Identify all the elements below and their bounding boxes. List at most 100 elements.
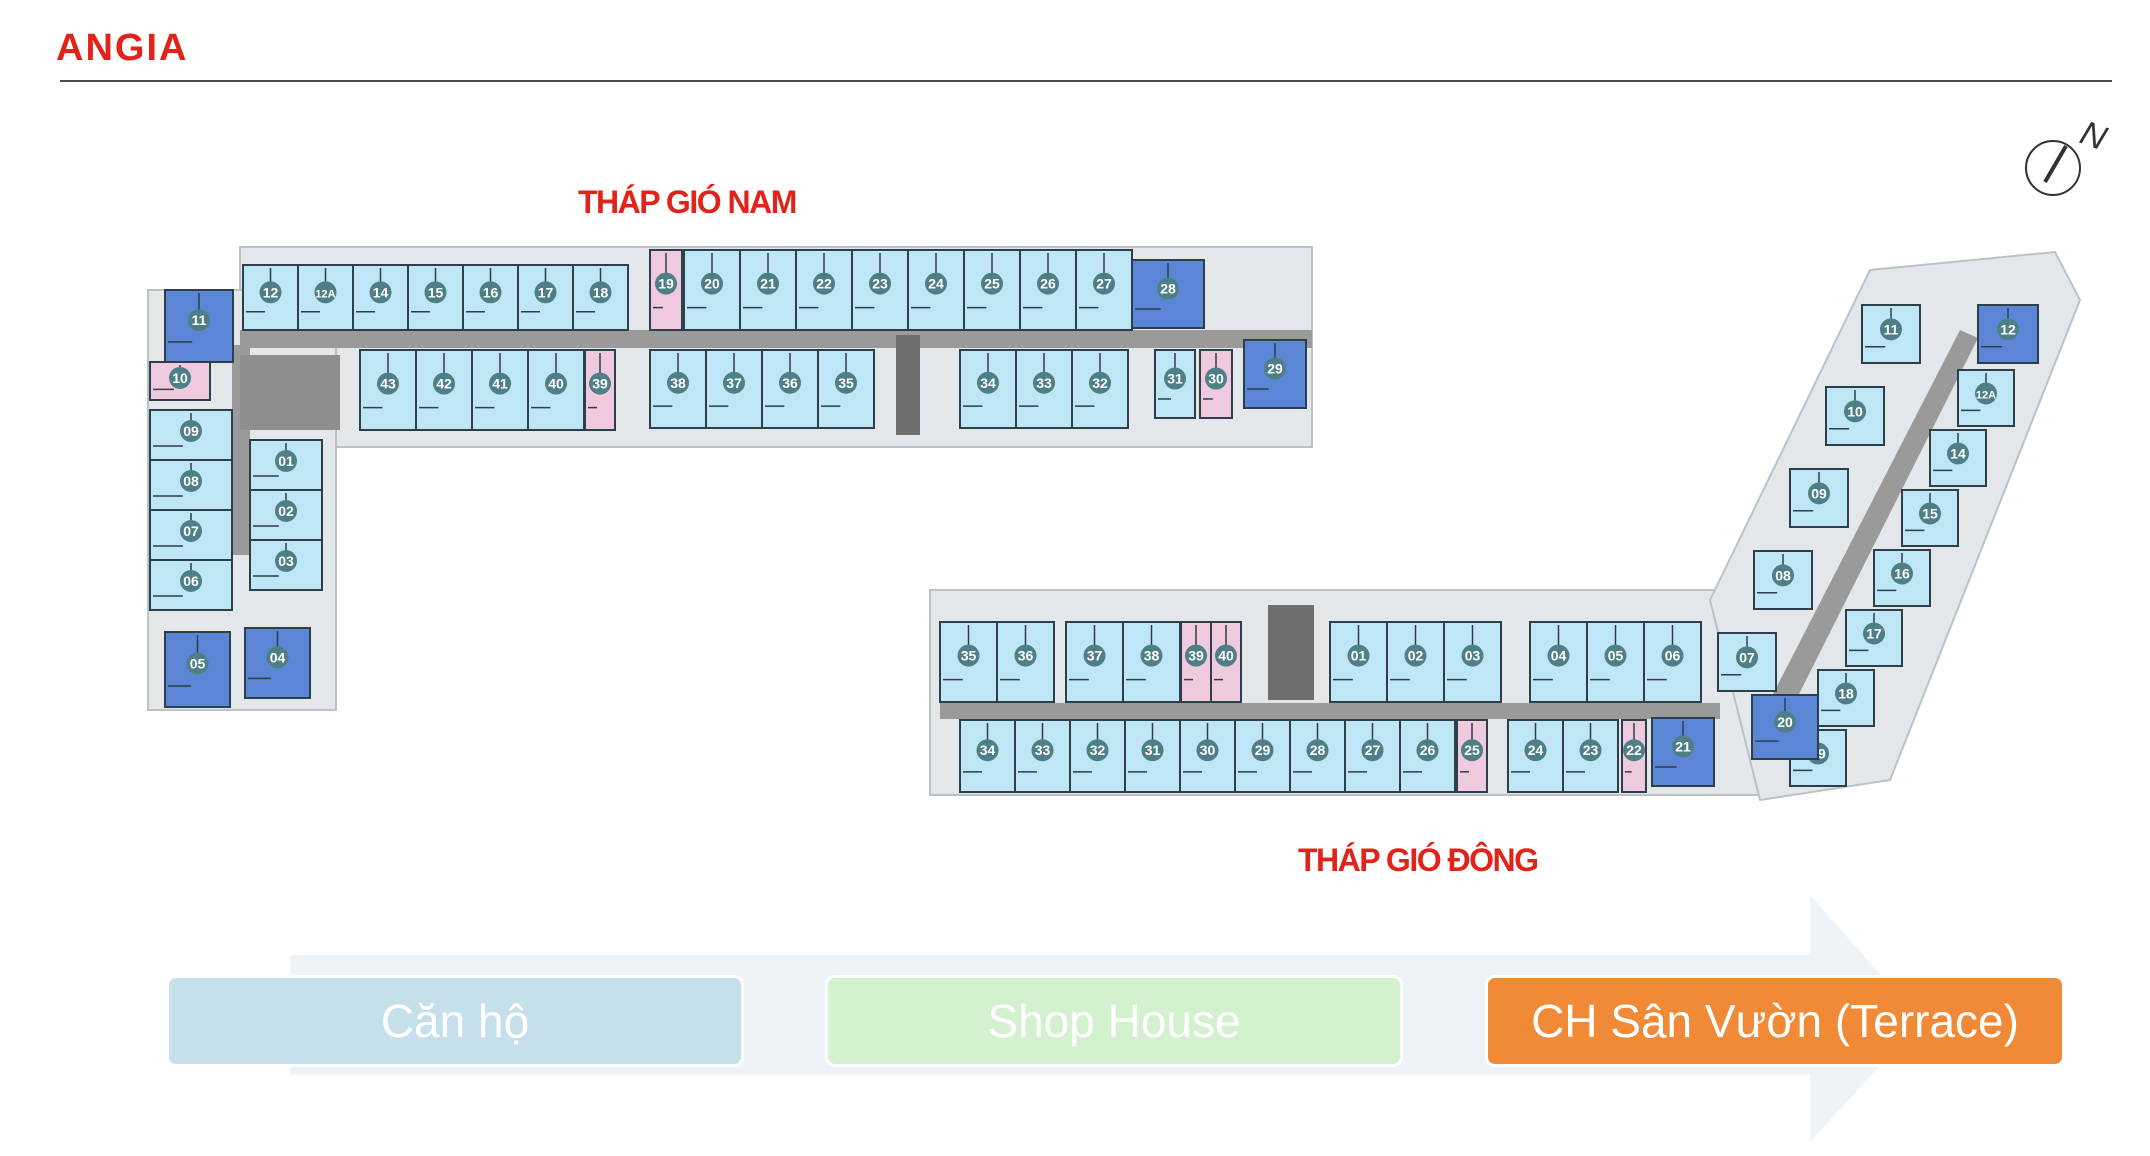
unit-37: 37 bbox=[1065, 621, 1124, 703]
unit-number: 28 bbox=[1160, 281, 1176, 297]
core-stair-lift bbox=[1268, 605, 1314, 700]
unit-number: 42 bbox=[436, 376, 452, 392]
unit-18: 18 bbox=[572, 264, 629, 331]
unit-badge bbox=[479, 281, 502, 304]
unit-badge bbox=[1736, 646, 1758, 669]
unit-badge bbox=[275, 450, 297, 472]
unit-number: 25 bbox=[984, 276, 1000, 292]
unit-32: 32 bbox=[1071, 349, 1129, 429]
unit-number: 01 bbox=[278, 453, 294, 469]
unit-badge bbox=[1251, 739, 1274, 762]
unit-badge bbox=[1947, 442, 1969, 465]
unit-40: 40 bbox=[1210, 621, 1242, 703]
unit-badge bbox=[589, 281, 612, 304]
unit-number: 22 bbox=[816, 276, 832, 292]
unit-number: 07 bbox=[1739, 649, 1755, 665]
tower-label-east: THÁP GIÓ ĐÔNG bbox=[1298, 842, 1539, 878]
unit-number: 34 bbox=[980, 375, 996, 391]
unit-07: 07 bbox=[1717, 632, 1777, 692]
unit-badge bbox=[180, 470, 202, 492]
unit-badge bbox=[369, 281, 392, 304]
unit-36: 36 bbox=[996, 621, 1055, 703]
unit-badge bbox=[925, 272, 947, 295]
unit-badge bbox=[1347, 644, 1370, 667]
unit-number: 33 bbox=[1035, 742, 1051, 758]
unit-badge bbox=[275, 550, 297, 572]
unit-number: 35 bbox=[838, 375, 854, 391]
unit-05: 05 bbox=[1586, 621, 1645, 703]
unit-21: 21 bbox=[739, 249, 797, 331]
unit-badge bbox=[1031, 739, 1054, 762]
unit-number: 06 bbox=[183, 573, 199, 589]
unit-number: 09 bbox=[1811, 485, 1827, 501]
unit-number: 05 bbox=[1608, 648, 1624, 664]
unit-33: 33 bbox=[1015, 349, 1073, 429]
corridor bbox=[940, 703, 1720, 719]
unit-15: 15 bbox=[1901, 489, 1959, 547]
unit-number: 30 bbox=[1208, 371, 1224, 387]
unit-number: 17 bbox=[538, 284, 554, 300]
unit-24: 24 bbox=[1507, 719, 1564, 793]
north-arrow-icon: N bbox=[2025, 114, 2112, 196]
unit-number: 08 bbox=[183, 473, 199, 489]
unit-number: 37 bbox=[1087, 648, 1103, 664]
unit-number: 25 bbox=[1464, 742, 1480, 758]
unit-number: 33 bbox=[1036, 375, 1052, 391]
unit-number: 24 bbox=[1528, 742, 1544, 758]
unit-number: 36 bbox=[782, 375, 798, 391]
unit-number: 02 bbox=[1408, 648, 1424, 664]
legend-shophouse-button[interactable]: Shop House bbox=[825, 975, 1403, 1067]
unit-badge bbox=[180, 520, 202, 542]
angia-logo-icon: ANGIA bbox=[56, 27, 186, 69]
unit-04: 04 bbox=[244, 627, 311, 699]
unit-badge bbox=[701, 272, 723, 295]
unit-33: 33 bbox=[1014, 719, 1071, 793]
unit-30: 30 bbox=[1179, 719, 1236, 793]
unit-number: 03 bbox=[278, 553, 294, 569]
unit-number: 04 bbox=[1551, 648, 1567, 664]
unit-badge bbox=[424, 281, 447, 304]
unit-badge bbox=[314, 281, 337, 304]
corridor bbox=[1770, 330, 1978, 712]
unit-number: 40 bbox=[548, 376, 564, 392]
unit-badge bbox=[377, 372, 399, 395]
unit-36: 36 bbox=[761, 349, 819, 429]
unit-badge bbox=[977, 371, 999, 394]
unit-badge bbox=[779, 371, 801, 394]
legend-terrace-button[interactable]: CH Sân Vườn (Terrace) bbox=[1485, 975, 2065, 1067]
unit-badge bbox=[1205, 367, 1227, 390]
unit-number: 28 bbox=[1310, 742, 1326, 758]
unit-badge bbox=[1416, 739, 1439, 762]
unit-38: 38 bbox=[649, 349, 707, 429]
unit-17: 17 bbox=[1845, 609, 1903, 667]
unit-11: 11 bbox=[1861, 304, 1921, 364]
unit-badge bbox=[589, 372, 611, 395]
unit-badge bbox=[275, 500, 297, 522]
unit-16: 16 bbox=[1873, 549, 1931, 607]
unit-badge bbox=[1141, 739, 1164, 762]
unit-number: 15 bbox=[428, 284, 444, 300]
unit-badge bbox=[1604, 644, 1627, 667]
unit-number: 36 bbox=[1018, 648, 1034, 664]
unit-badge bbox=[1093, 272, 1115, 295]
unit-37: 37 bbox=[705, 349, 763, 429]
unit-28: 28 bbox=[1289, 719, 1346, 793]
unit-number: 10 bbox=[172, 370, 188, 386]
unit-number: 02 bbox=[278, 503, 294, 519]
unit-09: 09 bbox=[149, 409, 233, 461]
unit-badge bbox=[1196, 739, 1219, 762]
brand-logo: ANGIA bbox=[56, 24, 226, 69]
unit-number: 39 bbox=[1188, 648, 1204, 664]
unit-number: 32 bbox=[1090, 742, 1106, 758]
unit-badge bbox=[1361, 739, 1384, 762]
unit-30: 30 bbox=[1199, 349, 1233, 419]
legend-apartment-button[interactable]: Căn hộ bbox=[166, 975, 744, 1067]
unit-badge bbox=[1863, 622, 1885, 645]
unit-27: 27 bbox=[1344, 719, 1401, 793]
unit-number: 24 bbox=[928, 276, 944, 292]
unit-06: 06 bbox=[1643, 621, 1702, 703]
unit-number: 11 bbox=[1884, 321, 1899, 337]
unit-34: 34 bbox=[959, 349, 1017, 429]
header-divider bbox=[60, 80, 2112, 82]
